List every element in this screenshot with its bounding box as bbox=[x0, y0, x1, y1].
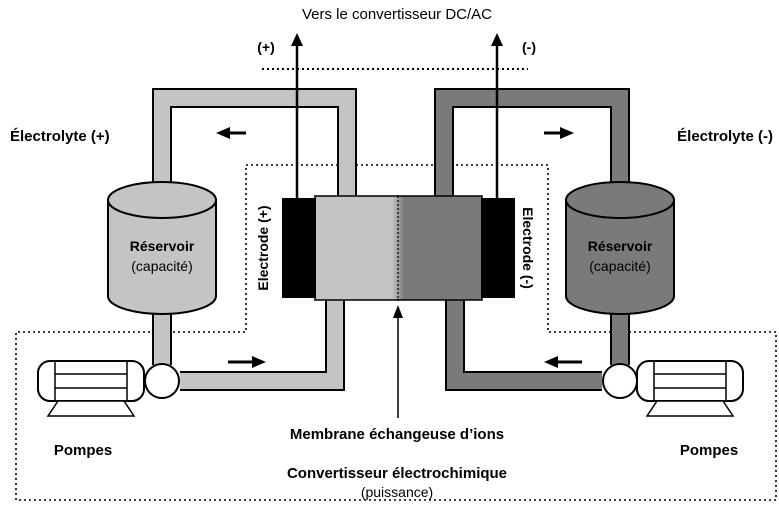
electrolyte-plus-label: Électrolyte (+) bbox=[10, 128, 110, 145]
pump-right bbox=[602, 360, 744, 417]
reservoir-left-label: Réservoir bbox=[130, 238, 195, 254]
electrode-minus-label: Electrode (-) bbox=[520, 207, 536, 289]
electrochemical-cell bbox=[282, 195, 515, 301]
electrode-negative bbox=[481, 198, 515, 298]
electrode-plus-label: Electrode (+) bbox=[255, 205, 271, 290]
reservoir-right bbox=[565, 181, 675, 315]
pump-wheel-icon bbox=[144, 363, 180, 399]
reservoir-left bbox=[107, 181, 217, 315]
title-label: Vers le convertisseur DC/AC bbox=[302, 6, 492, 23]
reservoir-left-sublabel: (capacité) bbox=[131, 258, 192, 274]
left-electrolyte-loop bbox=[152, 88, 357, 391]
motor-icon bbox=[37, 360, 145, 417]
arrow-left-icon bbox=[216, 127, 246, 139]
terminal-wires bbox=[291, 33, 503, 198]
arrow-right-icon bbox=[544, 127, 574, 139]
arrow-up-icon bbox=[491, 33, 503, 46]
cell-positive-half bbox=[314, 195, 399, 301]
pumps-left-label: Pompes bbox=[54, 442, 112, 459]
electrolyte-minus-label: Électrolyte (-) bbox=[677, 128, 773, 145]
reservoir-right-label: Réservoir bbox=[588, 238, 653, 254]
terminal-plus-label: (+) bbox=[257, 39, 275, 55]
electrode-positive bbox=[282, 198, 316, 298]
membrane-label: Membrane échangeuse d’ions bbox=[290, 426, 504, 443]
pump-wheel-icon bbox=[602, 363, 638, 399]
converter-label: Convertisseur électrochimique bbox=[287, 465, 507, 482]
converter-boundary bbox=[15, 164, 777, 501]
arrow-left-icon bbox=[544, 356, 582, 368]
reservoir-right-sublabel: (capacité) bbox=[589, 258, 650, 274]
arrow-up-icon bbox=[291, 33, 303, 46]
terminal-minus-label: (-) bbox=[522, 39, 536, 55]
pump-left bbox=[37, 360, 180, 417]
flow-arrows bbox=[216, 127, 582, 368]
motor-icon bbox=[636, 360, 744, 417]
arrow-right-icon bbox=[228, 356, 266, 368]
membrane-pointer bbox=[393, 305, 403, 418]
cell-negative-half bbox=[397, 195, 483, 301]
pumps-right-label: Pompes bbox=[680, 442, 738, 459]
converter-sublabel: (puissance) bbox=[361, 484, 433, 500]
